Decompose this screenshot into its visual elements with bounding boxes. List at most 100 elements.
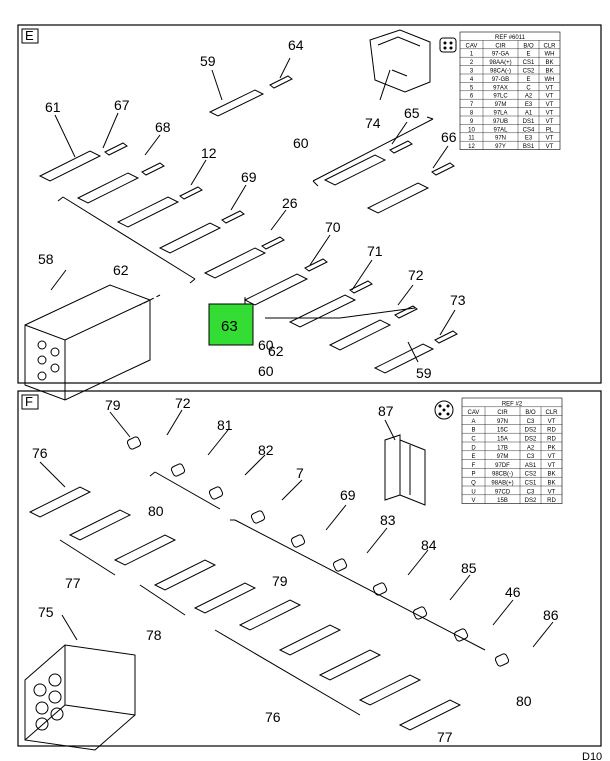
table-cell: VT <box>548 463 556 469</box>
table-cell: VT <box>546 111 554 117</box>
table-cell: VT <box>546 119 554 125</box>
callout-75: 75 <box>38 604 54 620</box>
table-cell: C3 <box>527 489 535 495</box>
table-cell: BK <box>547 472 555 478</box>
table-cell: 98CA(-) <box>490 69 511 75</box>
panel-f-frame <box>17 390 602 747</box>
table-cell: A <box>471 419 475 425</box>
callout-7: 7 <box>296 465 304 481</box>
table-cell: E <box>471 454 475 460</box>
table-cell: 97N <box>497 419 508 425</box>
table-cell: P <box>471 472 475 478</box>
callout-77: 77 <box>437 729 453 745</box>
table-cell: WH <box>545 77 555 83</box>
table-cell: 5 <box>470 85 474 91</box>
callout-61: 61 <box>45 99 61 115</box>
table-cell: C3 <box>527 419 535 425</box>
table-cell: BK <box>545 60 553 66</box>
table-cell: WH <box>545 52 555 58</box>
panel-e-linework <box>24 29 458 401</box>
table-cell: 8 <box>470 111 474 117</box>
table-cell: 97M <box>497 454 509 460</box>
callout-69: 69 <box>340 487 356 503</box>
table-cell: VT <box>548 454 556 460</box>
table-cell: 97UB <box>493 119 508 125</box>
table-header-cell: CIR <box>497 410 508 416</box>
callout-79: 79 <box>105 397 121 413</box>
connector-face-icon <box>439 37 457 53</box>
table-cell: 15A <box>497 437 508 443</box>
table-cell: PK <box>547 445 555 451</box>
callout-59: 59 <box>416 365 432 381</box>
callout-66: 66 <box>441 129 457 145</box>
highlighted-callout-box[interactable] <box>208 303 254 346</box>
table-header-cell: B/O <box>525 410 536 416</box>
table-cell: DS2 <box>525 428 537 434</box>
callout-77: 77 <box>65 575 81 591</box>
table-cell: 2 <box>470 60 474 66</box>
callout-46: 46 <box>505 584 521 600</box>
callout-60: 60 <box>258 363 274 379</box>
table-cell: 97LA <box>493 111 507 117</box>
callout-82: 82 <box>258 442 274 458</box>
table-cell: BK <box>545 69 553 75</box>
table-cell: 97Y <box>495 144 506 150</box>
table-cell: VT <box>546 85 554 91</box>
table-cell: 98CB(-) <box>492 472 513 478</box>
panel-f-linework <box>24 409 554 751</box>
table-cell: 7 <box>470 102 474 108</box>
table-cell: C <box>526 85 531 91</box>
panel-f-label: F <box>25 394 33 409</box>
panel-f-label-box <box>21 394 39 410</box>
callout-60: 60 <box>258 337 274 353</box>
table-cell: DS1 <box>523 119 535 125</box>
table-cell: VT <box>548 419 556 425</box>
table-cell: VT <box>546 144 554 150</box>
panel-e-frame <box>17 24 602 384</box>
table-cell: E3 <box>525 102 533 108</box>
panel-e-label: E <box>25 28 34 43</box>
table-cell: 17B <box>497 445 508 451</box>
callout-73: 73 <box>450 292 466 308</box>
table-cell: RD <box>547 428 556 434</box>
callout-74: 74 <box>365 115 381 131</box>
table-cell: CS1 <box>523 60 535 66</box>
table-cell: 3 <box>470 69 474 75</box>
table-cell: 97DF <box>495 463 510 469</box>
table-cell: 97M <box>495 102 507 108</box>
callout-76: 76 <box>265 709 281 725</box>
table-cell: E <box>526 52 530 58</box>
table-cell: 15B <box>497 498 508 504</box>
panel-e-label-box <box>21 28 39 44</box>
callout-81: 81 <box>217 417 233 433</box>
table-cell: BS1 <box>523 144 535 150</box>
table-cell: AS1 <box>525 463 537 469</box>
table-cell: V <box>471 498 475 504</box>
callout-62: 62 <box>268 343 284 359</box>
table-cell: 4 <box>470 77 474 83</box>
table-cell: VT <box>546 94 554 100</box>
callout-64: 64 <box>288 37 304 53</box>
callout-72: 72 <box>408 267 424 283</box>
table-header-cell: CIR <box>495 43 506 49</box>
table-cell: 6 <box>470 94 474 100</box>
table-cell: 11 <box>468 136 475 142</box>
table-title: REF #2 <box>502 401 523 407</box>
table-cell: CS4 <box>523 127 535 133</box>
table-cell: E3 <box>525 136 533 142</box>
callout-70: 70 <box>325 219 341 235</box>
callout-80: 80 <box>148 503 164 519</box>
callout-12: 12 <box>201 145 217 161</box>
callout-69: 69 <box>241 169 257 185</box>
table-cell: CS1 <box>525 481 537 487</box>
table-cell: BK <box>547 481 555 487</box>
table-cell: CS2 <box>525 472 537 478</box>
callout-60: 60 <box>293 135 309 151</box>
table-cell: B <box>471 428 475 434</box>
callout-67: 67 <box>114 97 130 113</box>
table-cell: U <box>471 489 475 495</box>
